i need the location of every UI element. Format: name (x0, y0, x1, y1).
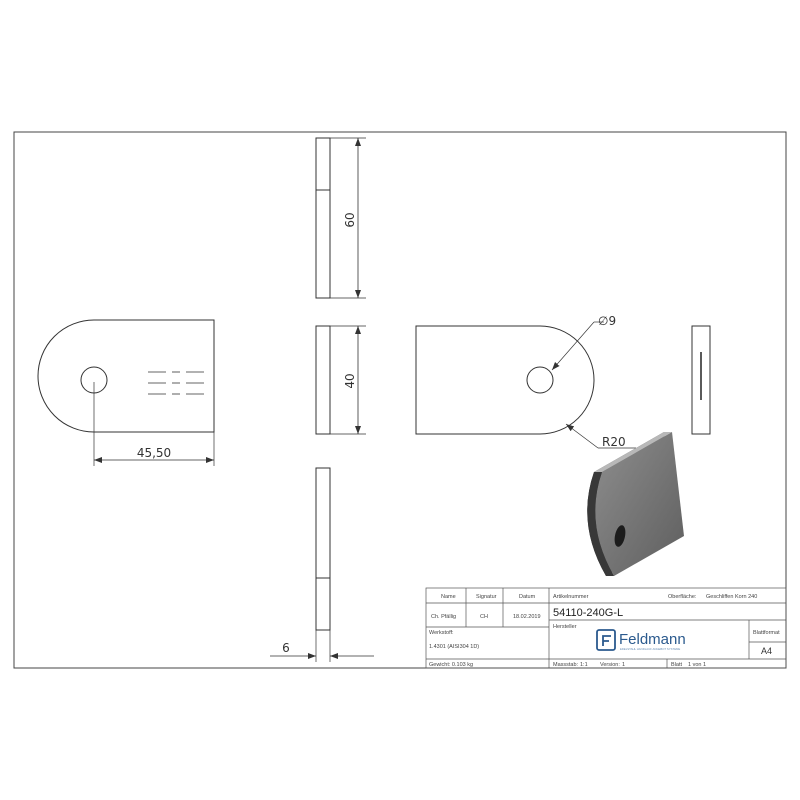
length-dimension-label: 45,50 (137, 446, 171, 460)
tb-version-value: 1 (622, 662, 625, 668)
tb-scale-value: 1:1 (580, 662, 588, 668)
height-60-dimension-label: 60 (343, 212, 357, 227)
edge-view (691, 325, 711, 435)
title-block (425, 587, 787, 669)
side-view-bottom (270, 467, 374, 662)
tb-header-material: Werkstoff: (429, 630, 454, 636)
tb-header-manufacturer: Hersteller (553, 624, 577, 630)
tb-surface-value: Geschliffen Korn 240 (706, 594, 757, 600)
tb-header-surface: Oberfläche: (668, 594, 697, 600)
logo-tagline-text: EDELSTAHL HANDLAUF ANGEBOT SYSTEME (620, 647, 680, 651)
tb-header-sheet-format: Blattformat (753, 630, 780, 636)
drawing-frame (13, 131, 787, 669)
tb-date-value: 18.02.2019 (513, 614, 541, 620)
tb-header-sheet: Blatt (671, 662, 682, 668)
tb-header-name: Name (441, 594, 456, 600)
height-40-dimension-label: 40 (343, 373, 357, 388)
tb-header-version: Version: (600, 662, 620, 668)
tb-article-number-value: 54110-240G-L (553, 607, 623, 619)
tb-name-value: Ch. Pfällig (431, 614, 456, 620)
tb-sheet-value: 1 von 1 (688, 662, 706, 668)
tb-header-scale: Massstab: (553, 662, 579, 668)
side-view-top (315, 137, 366, 299)
tb-header-article-number: Artikelnummer (553, 594, 589, 600)
tb-signature-value: CH (480, 614, 488, 620)
tb-header-date: Datum (519, 594, 536, 600)
isometric-view (587, 432, 684, 576)
radius-label: R20 (602, 435, 626, 449)
tb-material-value: 1.4301 (AISI304 1D) (429, 644, 479, 650)
tb-weight-value: Gewicht: 0.103 kg (429, 662, 473, 668)
front-view-mirrored (415, 321, 636, 449)
side-view-middle (315, 325, 366, 435)
thickness-dimension-label: 6 (282, 641, 290, 655)
front-view (37, 319, 215, 466)
tb-header-signature: Signatur (476, 594, 497, 600)
tb-sheet-format-value: A4 (761, 646, 772, 656)
feldmann-logo: Feldmann EDELSTAHL HANDLAUF ANGEBOT SYST… (596, 629, 686, 651)
logo-brand-text: Feldmann (619, 631, 686, 648)
hole-diameter-label: ∅9 (598, 314, 616, 328)
